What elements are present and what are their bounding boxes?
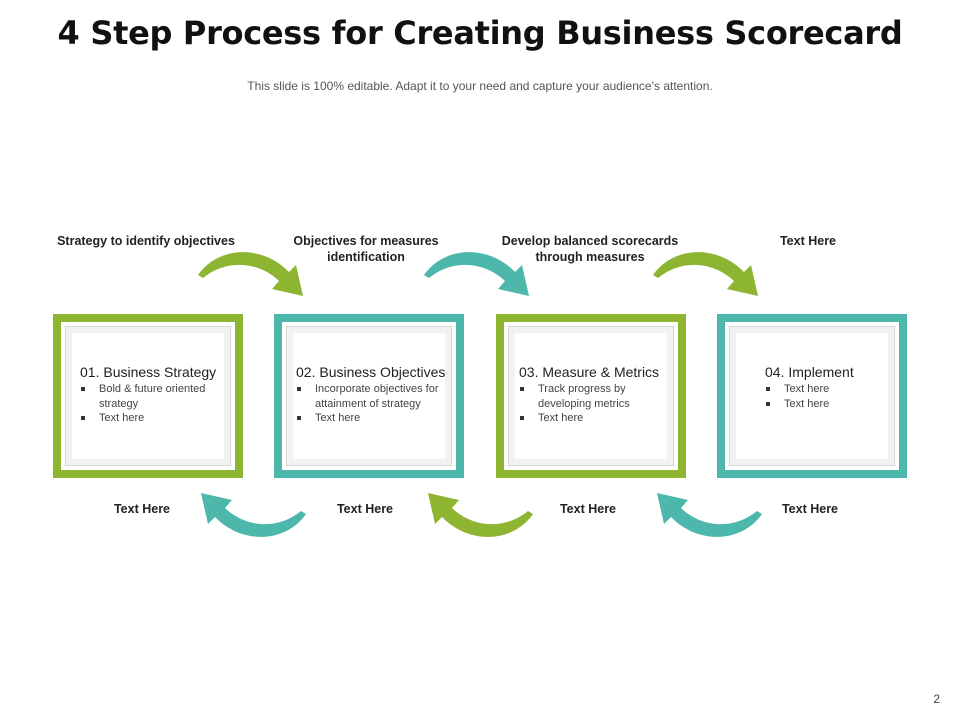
- top-label-3: Develop balanced scorecards through meas…: [501, 234, 679, 264]
- bottom-label-4: Text Here: [781, 502, 839, 516]
- bullet-icon: [520, 416, 524, 420]
- list-item: Text here: [765, 397, 885, 412]
- top-label-1: Strategy to identify objectives: [57, 234, 235, 248]
- step-3-text: 03. Measure & Metrics Track progress by …: [519, 364, 689, 426]
- step-box-3: [496, 314, 686, 478]
- bullet-icon: [520, 387, 524, 391]
- curved-arrow-icon: [201, 493, 306, 537]
- step-1-title: 01. Business Strategy: [80, 364, 217, 380]
- list-item: Text here: [519, 411, 689, 426]
- curved-arrow-icon: [428, 493, 533, 537]
- step-4-title: 04. Implement: [765, 364, 854, 380]
- list-item: Text here: [765, 382, 885, 397]
- list-item: Bold & future oriented strategy: [80, 382, 225, 411]
- slide-title: 4 Step Process for Creating Business Sco…: [57, 14, 903, 52]
- curved-arrow-icon: [198, 252, 303, 296]
- page-number: 2: [933, 692, 940, 706]
- step-1-text: 01. Business Strategy Bold & future orie…: [80, 364, 250, 426]
- bottom-label-1: Text Here: [113, 502, 171, 516]
- step-2-text: 02. Business Objectives Incorporate obje…: [296, 364, 466, 426]
- step-box-2: [274, 314, 464, 478]
- top-label-4: Text Here: [779, 234, 837, 248]
- curved-arrow-icon: [424, 252, 529, 296]
- list-item: Track progress by developing metrics: [519, 382, 652, 411]
- bullet-icon: [81, 416, 85, 420]
- step-2-title: 02. Business Objectives: [296, 364, 446, 380]
- step-4-text: 04. Implement Text here Text here: [765, 364, 885, 411]
- bottom-label-3: Text Here: [559, 502, 617, 516]
- bullet-icon: [766, 387, 770, 391]
- step-1-bullets: Bold & future oriented strategy Text her…: [80, 382, 250, 426]
- list-item: Incorporate objectives for attainment of…: [296, 382, 457, 411]
- bullet-icon: [81, 387, 85, 391]
- step-box-4: [717, 314, 907, 478]
- list-item: Text here: [296, 411, 466, 426]
- bullet-icon: [297, 416, 301, 420]
- top-label-2: Objectives for measures identification: [293, 234, 439, 264]
- curved-arrow-icon: [653, 252, 758, 296]
- curved-arrow-icon: [657, 493, 762, 537]
- bullet-icon: [297, 387, 301, 391]
- list-item: Text here: [80, 411, 250, 426]
- step-2-bullets: Incorporate objectives for attainment of…: [296, 382, 466, 426]
- step-3-title: 03. Measure & Metrics: [519, 364, 660, 380]
- bottom-label-2: Text Here: [336, 502, 394, 516]
- step-4-bullets: Text here Text here: [765, 382, 885, 411]
- step-3-bullets: Track progress by developing metrics Tex…: [519, 382, 689, 426]
- step-box-1: [53, 314, 243, 478]
- bullet-icon: [766, 401, 770, 406]
- slide-subtitle: This slide is 100% editable. Adapt it to…: [247, 79, 713, 93]
